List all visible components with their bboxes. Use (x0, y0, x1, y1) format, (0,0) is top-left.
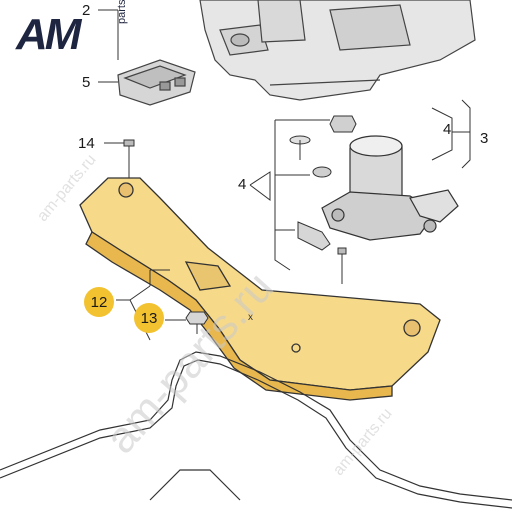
svg-text:x: x (248, 312, 253, 323)
callout-3: 3 (480, 130, 489, 147)
callout-14: 14 (78, 135, 95, 152)
am-parts-logo: AM (16, 10, 81, 60)
callout-5: 5 (82, 74, 91, 91)
screw-13 (185, 311, 209, 334)
bracket-part-12: x (79, 177, 441, 401)
callout-13: 13 (134, 303, 164, 333)
bolt-14 (123, 139, 135, 178)
housing-tank (199, 0, 476, 101)
logo-sub-text: parts (116, 0, 128, 24)
pump-assembly (321, 135, 459, 241)
hardware-nuts (289, 115, 357, 284)
connector-5 (117, 59, 196, 106)
callout-12: 12 (84, 287, 114, 317)
callout-2: 2 (82, 2, 91, 19)
callout-4-mid: 4 (238, 176, 247, 193)
callout-4-top: 4 (443, 121, 452, 138)
logo-main-text: AM (16, 10, 81, 59)
bracket-4-3 (249, 99, 471, 271)
pipe-line (0, 351, 512, 509)
